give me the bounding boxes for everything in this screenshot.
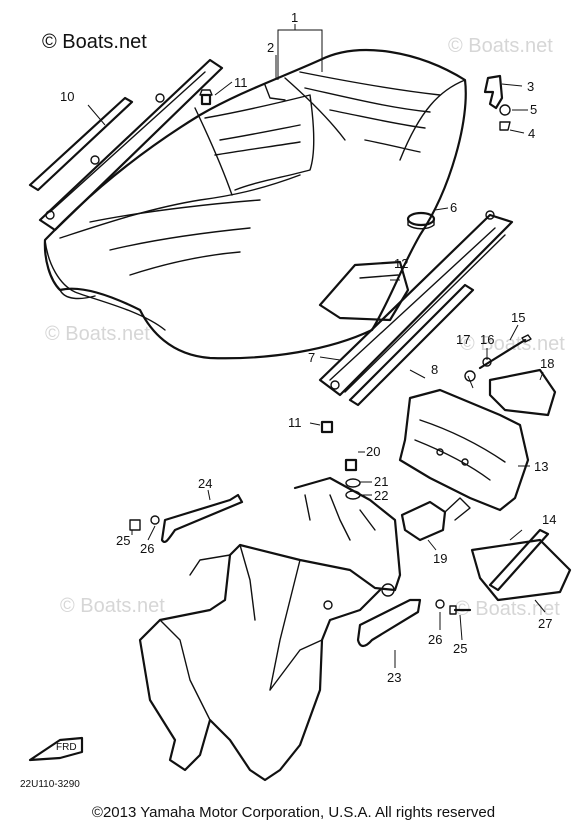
callout-6: 6 [450, 200, 457, 215]
bolt [199, 89, 213, 106]
watermark-faint: © Boats.net [45, 323, 150, 345]
callout-25-right: 25 [453, 641, 467, 656]
connector [400, 497, 471, 542]
tool-kit-plate [318, 260, 410, 322]
seat-strap-rail [28, 58, 224, 232]
callout-26-right: 26 [428, 632, 442, 647]
grab-bar-left [129, 493, 244, 544]
callout-4: 4 [528, 126, 535, 141]
front-arrow-label: FRD [56, 742, 77, 753]
callout-24: 24 [198, 476, 212, 491]
diagram-code: 22U110-3290 [20, 779, 80, 790]
mud-flap [470, 528, 572, 602]
callout-2: 2 [267, 40, 274, 55]
callout-10: 10 [60, 89, 74, 104]
callout-12: 12 [394, 256, 408, 271]
callout-8: 8 [431, 362, 438, 377]
seat [43, 49, 467, 360]
callout-25-left: 25 [116, 533, 130, 548]
bolt [320, 420, 334, 434]
callout-18: 18 [540, 356, 554, 371]
callout-11-upper: 11 [234, 75, 248, 90]
watermark-faint: © Boats.net [448, 35, 553, 57]
callout-22: 22 [374, 488, 388, 503]
grab-bar-right [356, 598, 472, 648]
callout-27: 27 [538, 616, 552, 631]
callout-19: 19 [433, 551, 447, 566]
side-rail [318, 210, 514, 407]
watermark-faint: © Boats.net [60, 595, 165, 617]
callout-14: 14 [542, 512, 556, 527]
leader-lines [87, 24, 546, 668]
callout-1: 1 [291, 10, 298, 25]
front-direction-arrow: FRD [28, 736, 84, 762]
callout-16: 16 [480, 332, 494, 347]
callout-21: 21 [374, 474, 388, 489]
callout-20: 20 [366, 444, 380, 459]
seat-bracket [483, 74, 511, 131]
copyright-notice: ©2013 Yamaha Motor Corporation, U.S.A. A… [91, 804, 496, 821]
callout-7: 7 [308, 350, 315, 365]
callout-26-left: 26 [140, 541, 154, 556]
callout-23: 23 [387, 670, 401, 685]
callout-5: 5 [530, 102, 537, 117]
callout-15: 15 [511, 310, 525, 325]
watermark-main: © Boats.net [42, 31, 147, 53]
callout-13: 13 [534, 459, 548, 474]
watermark-faint: © Boats.net [460, 333, 565, 355]
callout-labels: 1 2 3 4 5 6 7 8 10 11 11 12 13 14 15 16 … [60, 10, 556, 685]
callout-17: 17 [456, 332, 470, 347]
watermark-faint: © Boats.net [455, 598, 560, 620]
callout-11-lower: 11 [288, 415, 302, 430]
damper [406, 211, 436, 230]
rear-frame [138, 476, 402, 782]
rear-fender [398, 388, 530, 512]
callout-3: 3 [527, 79, 534, 94]
